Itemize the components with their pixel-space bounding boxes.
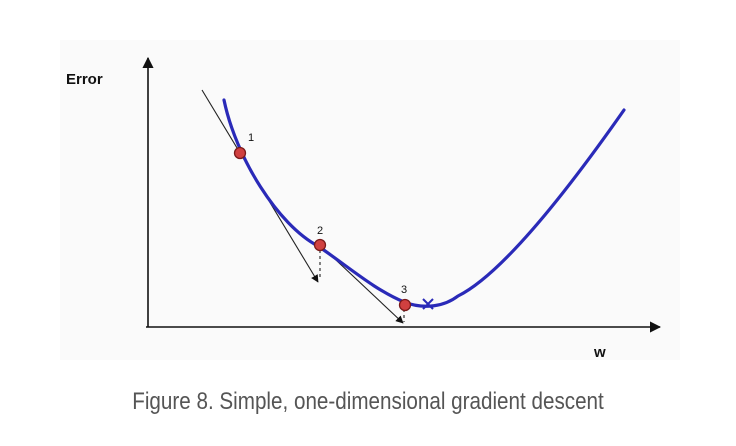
descent-point-label-2: 2 <box>317 225 323 237</box>
descent-point-label-3: 3 <box>401 284 407 296</box>
minimum-x-marker <box>422 298 434 310</box>
figure-background <box>60 40 680 360</box>
figure-caption: Figure 8. Simple, one-dimensional gradie… <box>132 388 604 415</box>
x-axis-label: w <box>593 344 606 361</box>
descent-point-2 <box>313 238 327 252</box>
descent-point-label-1: 1 <box>248 132 254 144</box>
y-axis-label: Error <box>66 71 103 88</box>
descent-point-1 <box>233 146 247 160</box>
gradient-descent-figure: Error w 1 2 3 <box>60 40 680 361</box>
descent-point-3 <box>398 298 412 312</box>
gradient-descent-diagram: Error w 1 2 3 <box>60 40 680 361</box>
